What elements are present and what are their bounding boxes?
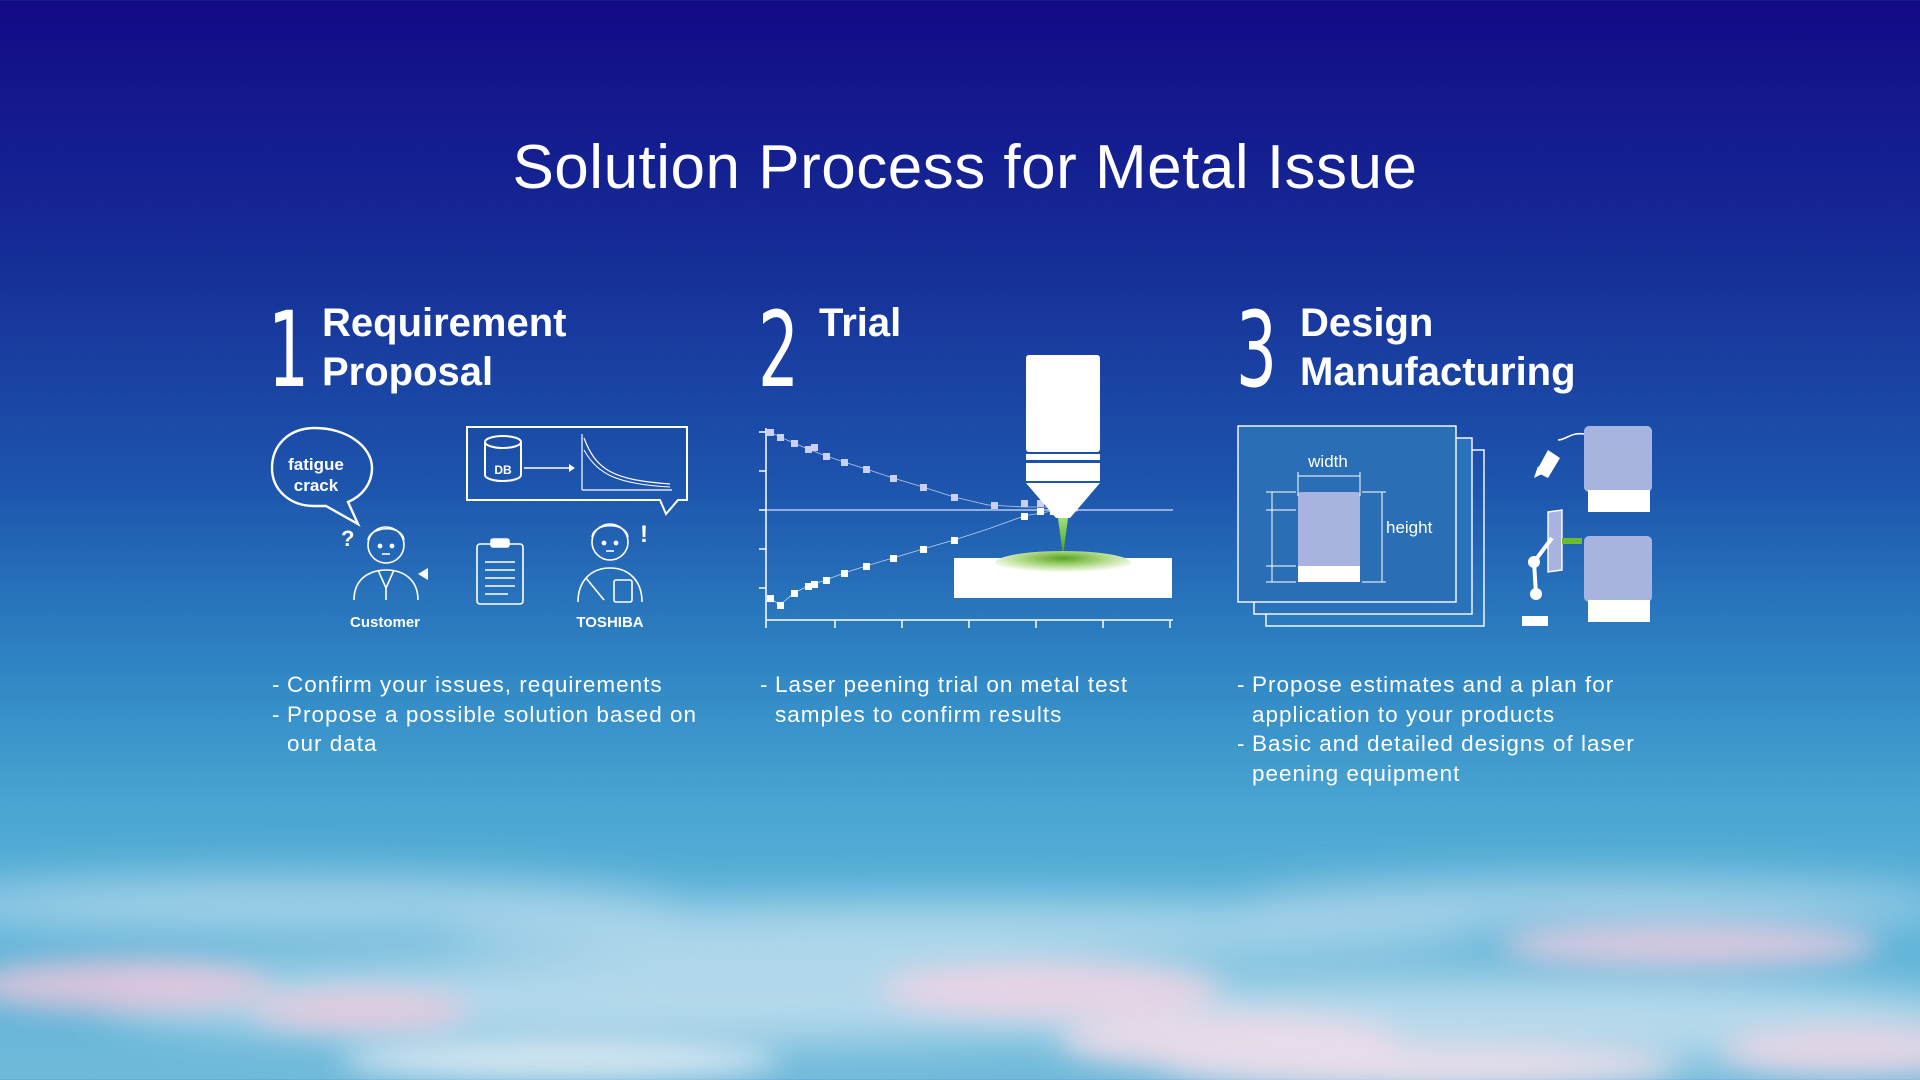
step-3-title: Design Manufacturing: [1300, 299, 1576, 397]
question-mark-icon: ?: [341, 526, 354, 551]
residual-stress-top-points: [767, 429, 1057, 509]
db-label: DB: [494, 463, 512, 477]
metal-sample-icon: [954, 551, 1172, 598]
customer-person-icon: [353, 526, 419, 601]
step-2-item: Laser peening trial on metal test sample…: [760, 670, 1190, 729]
step-2-diagram: [759, 355, 1173, 628]
step-2-title-line1: Trial: [819, 301, 902, 345]
bubble-text-line2: crack: [294, 476, 339, 495]
step-1-title: Requirement Proposal: [322, 299, 567, 397]
laser-head-icon: [1026, 355, 1100, 556]
robot-arm-icon: [1522, 509, 1652, 626]
design-drawing-icon: [1237, 425, 1485, 627]
arrow-left-icon: [418, 568, 428, 580]
step-1-title-line1: Requirement: [322, 301, 567, 345]
trial-graph: [759, 428, 1173, 628]
step-3-diagram: width height: [1237, 425, 1652, 627]
step-2-description: Laser peening trial on metal test sample…: [760, 670, 1190, 729]
speech-bubble-icon: fatigue crack: [270, 426, 374, 527]
step-3-number: 3: [1236, 289, 1278, 411]
page-title: Solution Process for Metal Issue: [512, 133, 1418, 202]
step-2-number: 2: [758, 289, 800, 411]
exclamation-icon: !: [640, 521, 648, 548]
height-label: height: [1386, 518, 1433, 537]
step-3-title-line1: Design: [1300, 301, 1434, 345]
database-icon: DB: [484, 435, 522, 482]
step-3-description: Propose estimates and a plan for applica…: [1237, 670, 1672, 788]
step-1-title-line2: Proposal: [322, 350, 494, 394]
residual-stress-bottom-points: [767, 508, 1057, 609]
step-1-item: Confirm your issues, requirements: [272, 670, 702, 700]
step-2-title: Trial: [819, 299, 901, 348]
step-1-item: Propose a possible solution based on our…: [272, 700, 702, 759]
step-1-number: 1: [268, 289, 310, 411]
width-label: width: [1307, 452, 1348, 471]
clipboard-icon: [476, 538, 524, 605]
bubble-text-line1: fatigue: [288, 455, 344, 474]
step-1-description: Confirm your issues, requirements Propos…: [272, 670, 702, 759]
step-3-item: Basic and detailed designs of laser peen…: [1237, 729, 1672, 788]
part-drawing: width height: [1266, 452, 1433, 583]
step-3-item: Propose estimates and a plan for applica…: [1237, 670, 1672, 729]
step-3-title-line2: Manufacturing: [1300, 350, 1576, 394]
toshiba-label: TOSHIBA: [576, 614, 643, 631]
customer-label: Customer: [350, 614, 420, 631]
laser-nozzle-icon: [1534, 426, 1652, 512]
database-panel: DB: [466, 426, 688, 516]
step-1-diagram: fatigue crack DB ?: [270, 426, 688, 631]
engineer-person-icon: [577, 523, 643, 603]
